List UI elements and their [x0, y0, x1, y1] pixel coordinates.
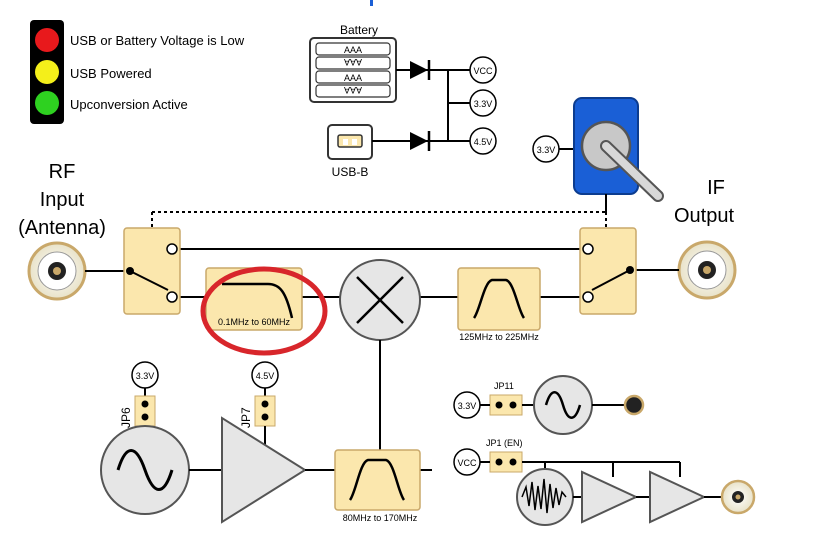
jp1-supply-label: VCC — [457, 458, 477, 468]
green-led-icon — [35, 91, 59, 115]
oscillator-icon — [100, 425, 190, 515]
diode-icon — [410, 61, 428, 79]
if-bypass-switch-right — [579, 227, 637, 315]
jp1-section: VCC JP1 (EN) — [453, 438, 756, 526]
jp11-supply-label: 3.3V — [458, 401, 477, 411]
amplifier-icon — [221, 416, 307, 524]
jp6-supply-label: 3.3V — [136, 371, 155, 381]
rf-bypass-switch-left — [123, 227, 181, 315]
noise-output-connector-icon — [720, 479, 756, 515]
jp11-label: JP11 — [494, 381, 514, 391]
legend-label-low: USB or Battery Voltage is Low — [70, 33, 245, 48]
battery-cell-label: AAA — [344, 73, 362, 83]
jp7-supply-label: 4.5V — [256, 371, 275, 381]
bandpass-filter-lo: 80MHz to 170MHz — [334, 449, 421, 523]
highlight-circle — [200, 266, 328, 356]
rf-input-connector-icon — [27, 241, 87, 301]
vcc-rail — [469, 56, 497, 84]
jp6-jumper: 3.3V JP6 — [119, 361, 159, 436]
legend-label-upconversion: Upconversion Active — [70, 97, 188, 112]
rf-input-label-line1: RF — [49, 161, 76, 183]
bandpass-filter-lo-label: 80MHz to 170MHz — [343, 513, 418, 523]
usb-b-label: USB-B — [332, 165, 369, 179]
red-led-icon — [35, 28, 59, 52]
amplifier-icon — [649, 470, 707, 524]
lowpass-filter-label: 0.1MHz to 60MHz — [218, 317, 291, 327]
amplifier-icon — [581, 470, 639, 524]
jp7-jumper: 4.5V JP7 — [239, 361, 279, 447]
if-output-label-line2: Output — [674, 205, 734, 227]
lowpass-filter: 0.1MHz to 60MHz — [205, 267, 303, 331]
legend-label-usb: USB Powered — [70, 66, 152, 81]
jp1-label: JP1 (EN) — [486, 438, 523, 448]
battery-cell-label: AAA — [344, 85, 362, 95]
bandpass-filter-if-label: 125MHz to 225MHz — [459, 332, 539, 342]
rf-input-label-line3: (Antenna) — [18, 217, 106, 239]
mixer-icon — [339, 259, 421, 341]
rail-3v3 — [469, 89, 497, 117]
rf-input-label-line2: Input — [40, 189, 85, 211]
if-output-label-line1: IF — [707, 177, 725, 199]
top-mark — [370, 0, 373, 6]
battery-cell — [315, 56, 391, 70]
power-section: Battery AAA AAA AAA AAA USB-B VCC 3.3V 4… — [309, 23, 497, 179]
bandpass-filter-if: 125MHz to 225MHz — [457, 267, 541, 342]
diode-icon — [410, 132, 428, 150]
rail-4v5 — [469, 127, 497, 155]
if-output-connector-icon — [677, 240, 737, 300]
battery-cell-label: AAA — [344, 45, 362, 55]
battery-cell — [315, 84, 391, 98]
jp6-label: JP6 — [119, 407, 133, 428]
rail-3v3-label: 3.3V — [474, 99, 493, 109]
switch-supply-label: 3.3V — [537, 145, 556, 155]
jp7-label: JP7 — [239, 407, 253, 428]
battery-cell — [315, 42, 391, 56]
vcc-rail-label: VCC — [473, 66, 493, 76]
status-legend: USB or Battery Voltage is Low USB Powere… — [30, 20, 245, 124]
rail-4v5-label: 4.5V — [474, 137, 493, 147]
jp11-section: 3.3V JP11 — [453, 375, 645, 435]
battery-cell-label: AAA — [344, 57, 362, 67]
output-terminal-icon — [623, 394, 645, 416]
battery-label: Battery — [340, 23, 378, 37]
yellow-led-icon — [35, 60, 59, 84]
upconverter-switch[interactable]: 3.3V — [532, 97, 664, 212]
battery-cell — [315, 70, 391, 84]
